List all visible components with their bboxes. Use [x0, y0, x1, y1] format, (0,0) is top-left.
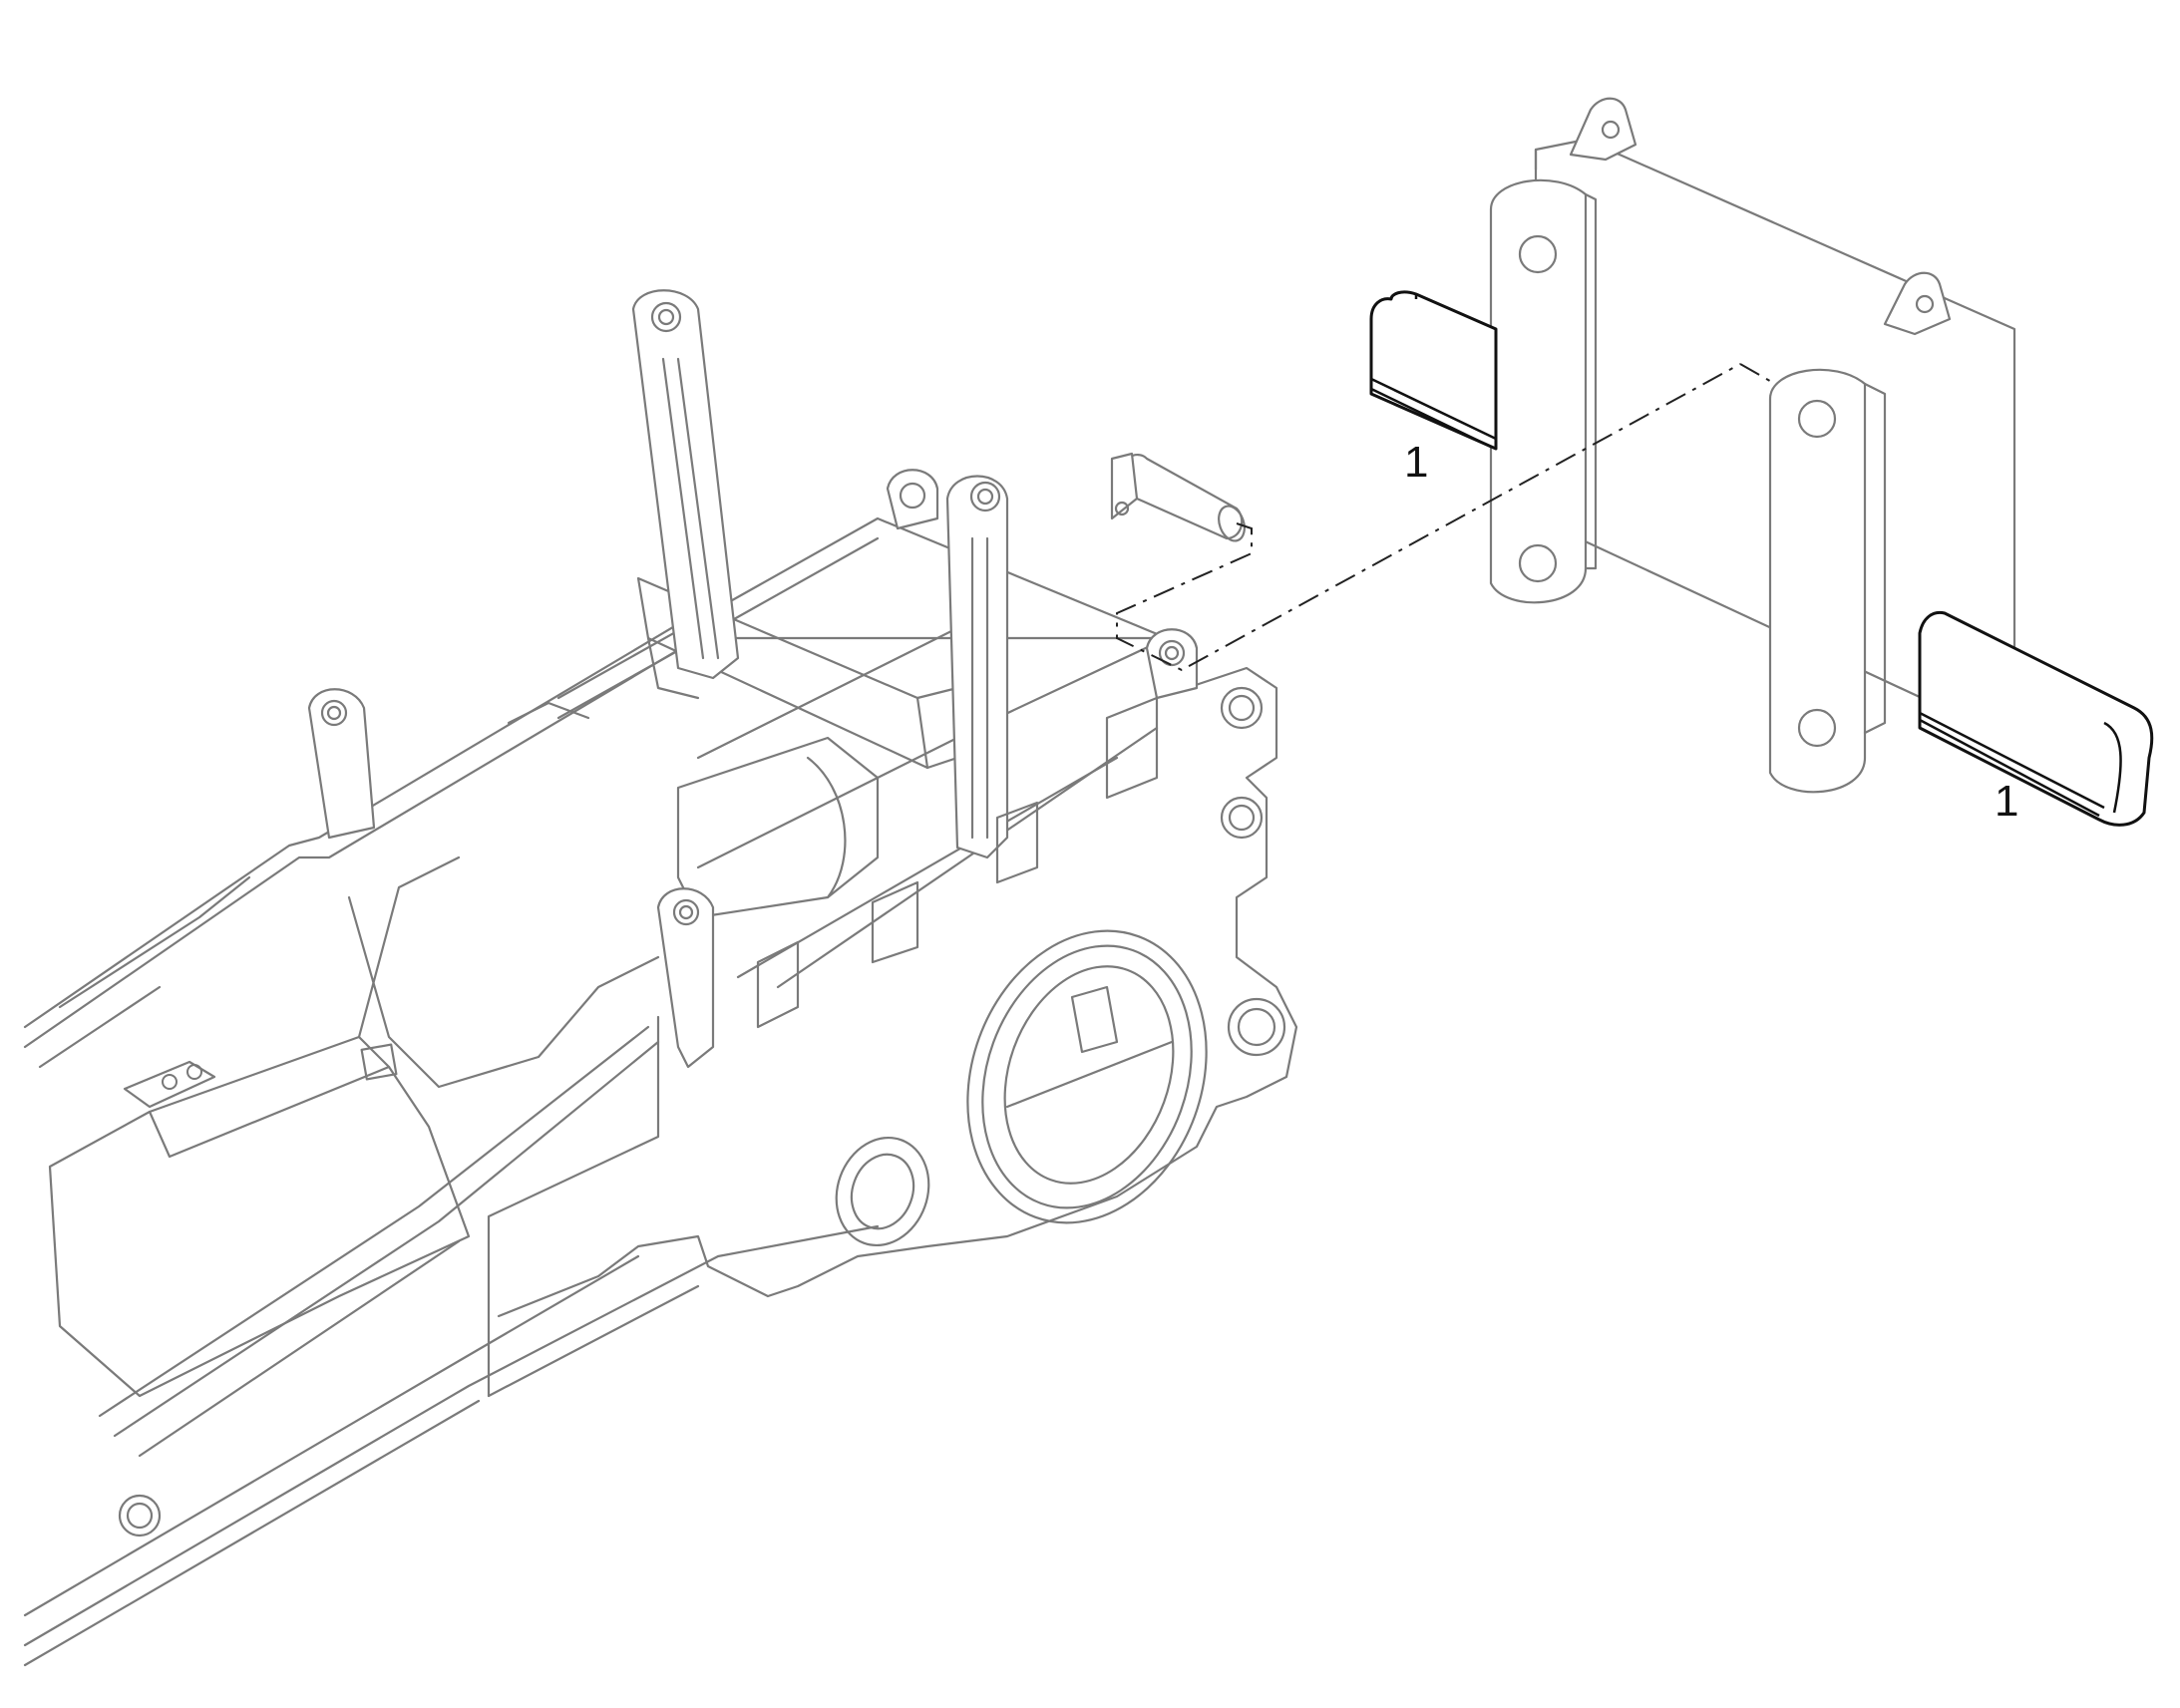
pivot-pin [1110, 452, 1246, 542]
callout-lower-label: 1 [1995, 777, 2018, 826]
assembly-lines [1116, 363, 1776, 672]
callout-upper-label: 1 [1404, 438, 1428, 487]
lifting-fixture [1489, 97, 2016, 794]
part-1-lower-bushing [1918, 610, 2154, 827]
left-short-post [307, 688, 376, 840]
main-frame [23, 516, 1298, 1667]
right-upright-post [945, 475, 1009, 859]
part-1-upper-bushing [1369, 290, 1498, 451]
front-short-post [656, 887, 715, 1069]
mounting-tabs [507, 696, 1159, 1029]
tall-upright-post [631, 289, 740, 680]
pin-lug [886, 469, 1199, 700]
